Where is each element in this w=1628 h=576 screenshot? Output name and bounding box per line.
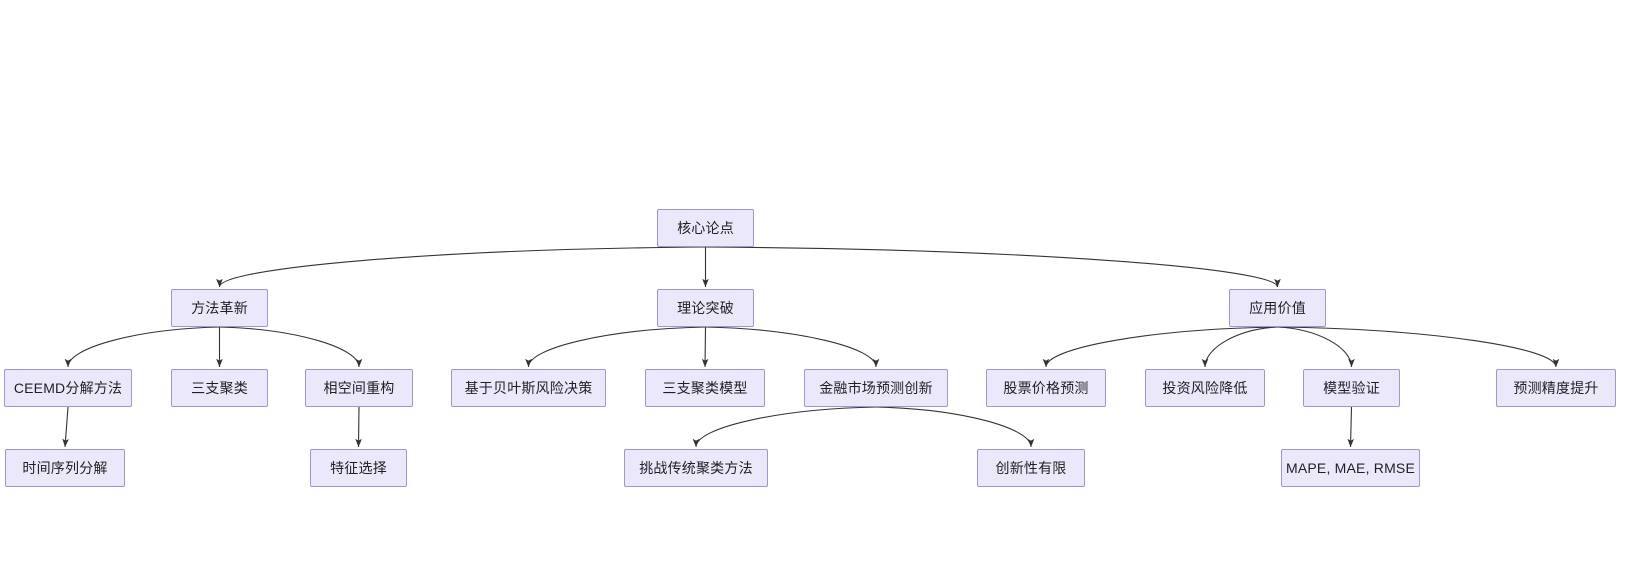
- node-l2a[interactable]: 方法革新: [171, 289, 268, 327]
- node-label: 三支聚类: [191, 380, 248, 396]
- node-l3b3[interactable]: 金融市场预测创新: [804, 369, 948, 407]
- node-label: 基于贝叶斯风险决策: [464, 380, 593, 396]
- node-label: 预测精度提升: [1513, 380, 1599, 396]
- edge-l2a-to-l3a3: [219, 326, 363, 368]
- edge-root-to-l2c: [705, 246, 1281, 288]
- node-label: 投资风险降低: [1162, 380, 1248, 396]
- node-label: 挑战传统聚类方法: [639, 460, 753, 476]
- node-l3a3[interactable]: 相空间重构: [305, 369, 413, 407]
- node-label: 相空间重构: [323, 380, 395, 396]
- edge-l2c-to-l3c3: [1277, 326, 1355, 368]
- edge-root-to-l2a: [216, 246, 706, 288]
- node-l4c3[interactable]: MAPE, MAE, RMSE: [1281, 449, 1420, 487]
- node-l3b2[interactable]: 三支聚类模型: [645, 369, 765, 407]
- node-l4a1[interactable]: 时间序列分解: [5, 449, 125, 487]
- node-root[interactable]: 核心论点: [657, 209, 754, 247]
- edge-l2c-to-l3c1: [1042, 326, 1278, 368]
- node-label: 时间序列分解: [22, 460, 108, 476]
- node-label: 方法革新: [191, 300, 248, 316]
- node-l3a1[interactable]: CEEMD分解方法: [4, 369, 132, 407]
- node-label: 股票价格预测: [1003, 380, 1089, 396]
- node-label: 核心论点: [677, 220, 734, 236]
- edge-l2a-to-l3a1: [64, 326, 220, 368]
- edge-l2b-to-l3b3: [705, 326, 880, 368]
- node-l2c[interactable]: 应用价值: [1229, 289, 1326, 327]
- node-l4b3a[interactable]: 挑战传统聚类方法: [624, 449, 768, 487]
- node-l3c1[interactable]: 股票价格预测: [986, 369, 1106, 407]
- node-l3c4[interactable]: 预测精度提升: [1496, 369, 1616, 407]
- node-label: 应用价值: [1249, 300, 1306, 316]
- node-label: 理论突破: [677, 300, 734, 316]
- node-label: 创新性有限: [995, 460, 1067, 476]
- edge-l2c-to-l3c2: [1201, 326, 1278, 368]
- node-l4a3[interactable]: 特征选择: [310, 449, 407, 487]
- node-l3a2[interactable]: 三支聚类: [171, 369, 268, 407]
- node-label: CEEMD分解方法: [13, 380, 123, 396]
- node-l2b[interactable]: 理论突破: [657, 289, 754, 327]
- node-label: 特征选择: [330, 460, 387, 476]
- edge-l3b3-to-l4b3b: [875, 406, 1035, 448]
- node-label: 模型验证: [1323, 380, 1380, 396]
- edge-l3c3-to-l4c3: [1347, 406, 1355, 448]
- edge-l3a1-to-l4a1: [62, 406, 69, 448]
- edge-l3a3-to-l4a3: [355, 406, 362, 448]
- node-l3c3[interactable]: 模型验证: [1303, 369, 1400, 407]
- edge-l3b3-to-l4b3a: [692, 406, 877, 448]
- edge-l2c-to-l3c4: [1277, 326, 1560, 368]
- node-l4b3b[interactable]: 创新性有限: [977, 449, 1085, 487]
- node-label: MAPE, MAE, RMSE: [1285, 460, 1416, 476]
- edge-l2b-to-l3b1: [525, 326, 706, 368]
- node-label: 金融市场预测创新: [819, 380, 933, 396]
- edge-l2b-to-l3b2: [701, 326, 709, 368]
- node-l3c2[interactable]: 投资风险降低: [1145, 369, 1265, 407]
- node-l3b1[interactable]: 基于贝叶斯风险决策: [451, 369, 606, 407]
- node-label: 三支聚类模型: [662, 380, 748, 396]
- edge-group: [62, 246, 1560, 448]
